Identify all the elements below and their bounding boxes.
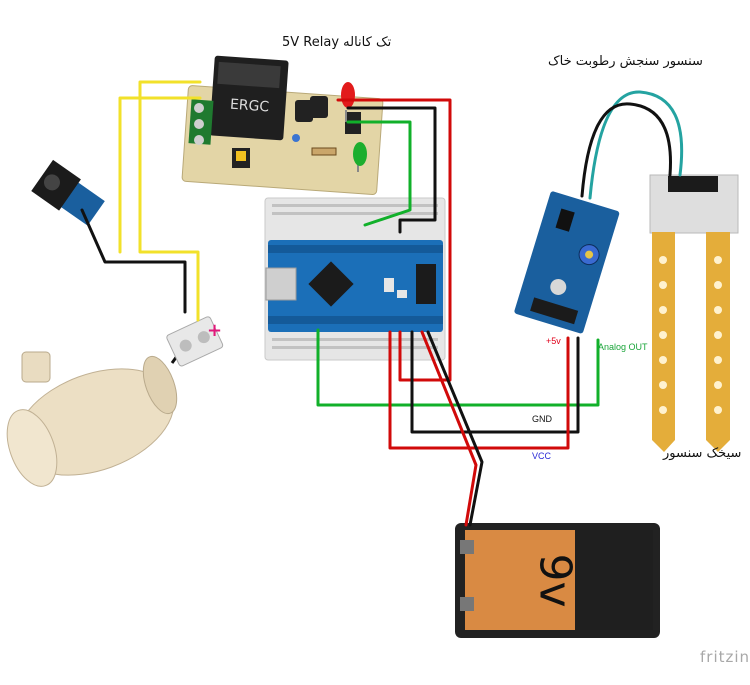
pump-icon	[6, 351, 182, 487]
battery-voltage-label: 9v	[529, 553, 581, 608]
probe-label: سیخک سنسور	[663, 446, 742, 461]
wire-black-gnd	[410, 330, 580, 434]
wire-black-battery	[426, 330, 484, 527]
sensor-module-icon	[514, 191, 620, 334]
pin-analog-out-label: Analog OUT	[598, 342, 648, 352]
wire-yellow-a	[138, 80, 202, 322]
terminal-block-icon	[166, 316, 224, 367]
watermark: fritzing	[700, 648, 750, 666]
relay-title: 5V Relay تک کاناله	[282, 35, 392, 50]
svg-text:ERGC: ERGC	[229, 97, 269, 116]
battery-icon	[455, 523, 660, 638]
wire-red-vcc	[388, 330, 570, 450]
wire-green-relay	[346, 120, 412, 227]
wire-yellow-b	[118, 96, 202, 254]
relay-module-icon: ERGC	[181, 55, 384, 195]
wire-black-probe	[580, 102, 672, 198]
wire-cyan-probe	[588, 90, 684, 200]
pin-5v-label: +5v	[546, 336, 561, 346]
wire-red-battery	[420, 330, 478, 527]
wires	[80, 80, 684, 527]
gnd-wire-label: GND	[532, 414, 552, 424]
plus-sign: +	[207, 320, 223, 341]
sensor-title: سنسور سنجش رطوبت خاک	[548, 54, 703, 69]
dc-jack-icon	[31, 159, 105, 226]
arduino-nano-icon	[265, 240, 443, 332]
wire-red-relay	[336, 98, 452, 382]
vcc-wire-label: VCC	[532, 451, 552, 461]
wire-black-jack	[80, 208, 187, 314]
led-green-icon	[353, 142, 367, 172]
wire-black-relay	[346, 106, 437, 234]
soil-probe-icon	[649, 174, 739, 452]
